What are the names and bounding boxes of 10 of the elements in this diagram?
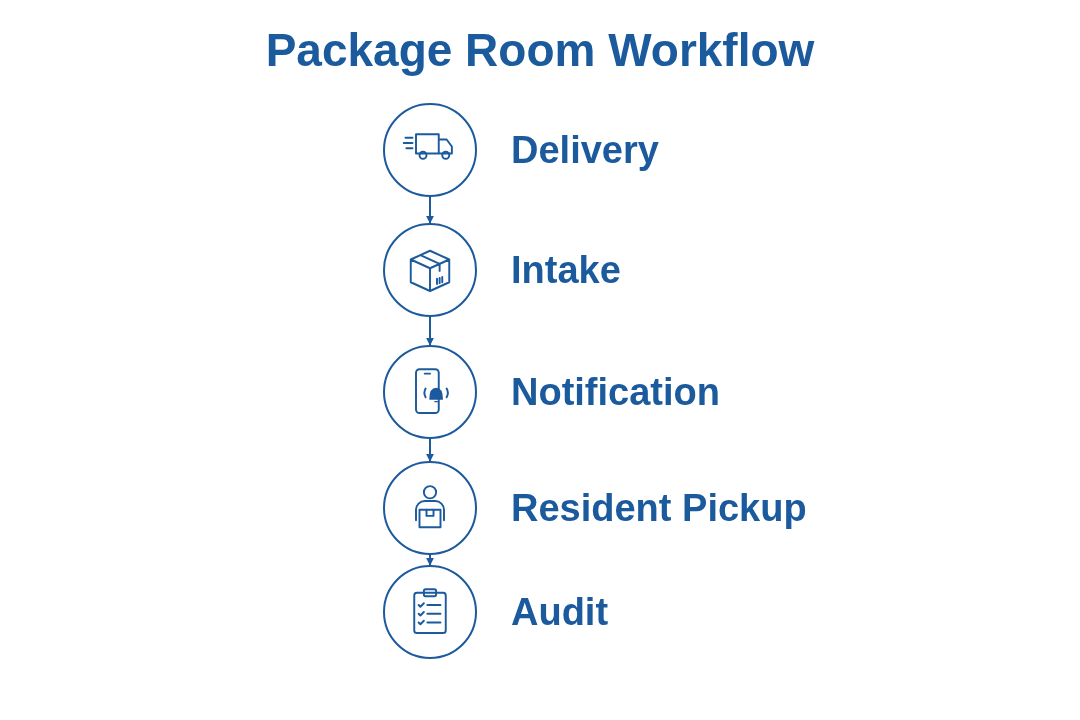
- arrow: [426, 438, 434, 462]
- arrow: [426, 316, 434, 346]
- arrow: [426, 554, 434, 566]
- step-label: Intake: [511, 247, 621, 293]
- arrow: [426, 196, 434, 224]
- step-label: Delivery: [511, 127, 659, 173]
- step-label: Resident Pickup: [511, 485, 807, 531]
- step-label: Notification: [511, 369, 720, 415]
- step-label: Audit: [511, 589, 609, 635]
- title: Package Room Workflow: [265, 23, 815, 78]
